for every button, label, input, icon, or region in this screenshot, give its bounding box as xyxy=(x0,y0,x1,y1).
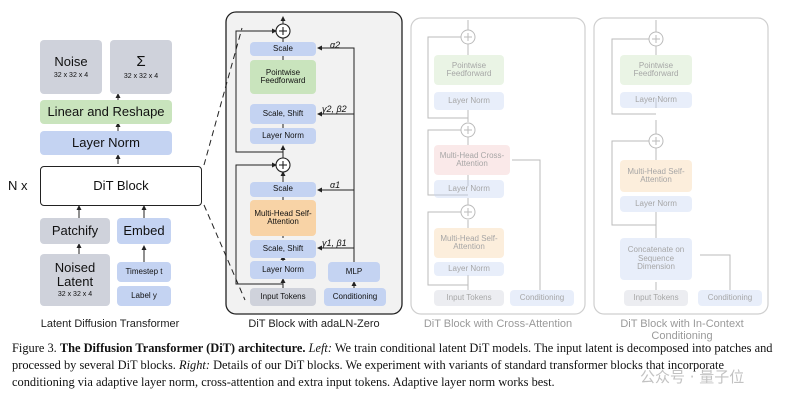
adaln-conditioning: Conditioning xyxy=(324,288,386,306)
adaln-scale-top: Scale xyxy=(250,42,316,56)
embed-box: Embed xyxy=(117,218,171,244)
cross-caption: DiT Block with Cross-Attention xyxy=(423,318,573,330)
incontext-conditioning: Conditioning xyxy=(698,290,762,306)
layer-norm-box: Layer Norm xyxy=(40,131,172,155)
adaln-mlp: MLP xyxy=(328,262,380,282)
cross-pointwise-ff: Pointwise Feedforward xyxy=(434,55,504,85)
incontext-pointwise-ff: Pointwise Feedforward xyxy=(620,55,692,85)
timestep-label: Timestep t xyxy=(125,266,163,276)
figure-title: The Diffusion Transformer (DiT) architec… xyxy=(59,341,306,355)
cross-layer-norm-3: Layer Norm xyxy=(434,262,504,276)
dit-block-label: DiT Block xyxy=(93,178,149,194)
figure-label: Figure 3. xyxy=(12,341,57,355)
alpha2-label: α2 xyxy=(330,40,341,50)
label-box: Label y xyxy=(117,286,171,306)
cross-mhsa: Multi-Head Self-Attention xyxy=(434,228,504,258)
adaln-mhsa: Multi-Head Self-Attention xyxy=(250,200,316,236)
noised-latent-dims: 32 x 32 x 4 xyxy=(57,291,93,299)
linear-reshape-box: Linear and Reshape xyxy=(40,100,172,124)
right-word: Right: xyxy=(179,358,210,372)
timestep-box: Timestep t xyxy=(117,262,171,282)
cross-conditioning: Conditioning xyxy=(510,290,574,306)
sigma-dims: 32 x 32 x 4 xyxy=(123,72,159,80)
watermark: 公众号 · 量子位 xyxy=(640,368,745,386)
noise-dims: 32 x 32 x 4 xyxy=(53,71,89,79)
adaln-caption: DiT Block with adaLN-Zero xyxy=(248,318,380,330)
cross-input-tokens: Input Tokens xyxy=(434,290,504,306)
adaln-scale-bottom: Scale xyxy=(250,182,316,197)
incontext-caption: DiT Block with In-Context Conditioning xyxy=(620,318,744,342)
cross-layer-norm-2: Layer Norm xyxy=(434,180,504,198)
left-word: Left: xyxy=(308,341,332,355)
noised-latent-box: Noised Latent 32 x 32 x 4 xyxy=(40,254,110,306)
incontext-concat: Concatenate on Sequence Dimension xyxy=(620,238,692,280)
gamma1-beta1-label: γ1, β1 xyxy=(322,238,347,248)
adaln-scale-shift-top: Scale, Shift xyxy=(250,104,316,124)
linear-reshape-label: Linear and Reshape xyxy=(47,104,165,120)
n-times-label: N x xyxy=(8,178,28,193)
adaln-layer-norm-bottom: Layer Norm xyxy=(250,261,316,279)
left-caption: Latent Diffusion Transformer xyxy=(40,318,180,330)
label-y-label: Label y xyxy=(131,290,157,300)
sigma-label: Σ xyxy=(136,52,146,70)
gamma2-beta2-label: γ2, β2 xyxy=(322,104,347,114)
alpha1-label: α1 xyxy=(330,180,341,190)
sigma-box: Σ 32 x 32 x 4 xyxy=(110,40,172,94)
incontext-input-tokens: Input Tokens xyxy=(624,290,688,306)
incontext-layer-norm-2: Layer Norm xyxy=(620,196,692,212)
adaln-input-tokens: Input Tokens xyxy=(250,288,316,306)
patchify-label: Patchify xyxy=(51,223,99,239)
adaln-scale-shift-bottom: Scale, Shift xyxy=(250,240,316,258)
noise-label: Noise xyxy=(54,54,88,69)
adaln-layer-norm-top: Layer Norm xyxy=(250,128,316,144)
dit-block-box: DiT Block xyxy=(40,166,202,206)
patchify-box: Patchify xyxy=(40,218,110,244)
cross-layer-norm-1: Layer Norm xyxy=(434,92,504,110)
right-text: Details of our DiT blocks. We experiment… xyxy=(12,358,724,389)
left-text: We train conditional latent DiT models. … xyxy=(12,341,773,372)
layer-norm-label: Layer Norm xyxy=(72,135,140,151)
incontext-layer-norm-1: Layer Norm xyxy=(620,92,692,108)
embed-label: Embed xyxy=(123,223,165,239)
noise-box: Noise 32 x 32 x 4 xyxy=(40,40,102,94)
figure-caption: Figure 3. The Diffusion Transformer (DiT… xyxy=(12,340,788,391)
incontext-mhsa: Multi-Head Self-Attention xyxy=(620,160,692,192)
cross-mhca: Multi-Head Cross-Attention xyxy=(434,145,510,175)
noised-latent-label: Noised Latent xyxy=(54,260,96,289)
adaln-pointwise-ff: Pointwise Feedforward xyxy=(250,60,316,94)
